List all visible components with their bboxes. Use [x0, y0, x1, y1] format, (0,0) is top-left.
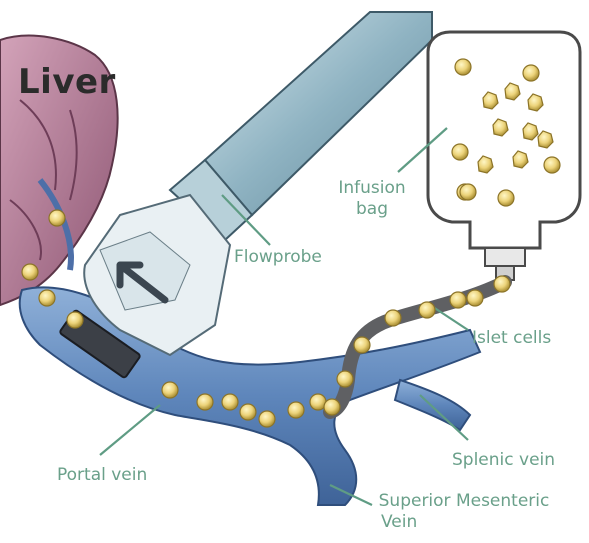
flowprobe-label: Flowprobe	[234, 247, 322, 268]
islet-cell	[49, 210, 65, 226]
infusion-bag	[428, 32, 580, 280]
islet-cell	[544, 157, 560, 173]
islet-cell	[455, 59, 471, 75]
islet-cell	[450, 292, 466, 308]
islet-cells-label: Islet cells	[472, 328, 551, 349]
islet-cell	[498, 190, 514, 206]
splenic-vein-label: Splenic vein	[452, 450, 555, 471]
islet-cell	[22, 264, 38, 280]
islet-cell	[452, 144, 468, 160]
infusion-bag-label: Infusion bag	[335, 178, 409, 220]
liver-label: Liver	[18, 62, 116, 102]
sup-mesenteric-label-line1: Superior Mesenteric	[378, 491, 550, 512]
islet-cell	[467, 290, 483, 306]
sup-mesenteric-label: Superior Mesenteric Vein	[378, 491, 550, 533]
islet-cell	[222, 394, 238, 410]
islet-cell	[523, 65, 539, 81]
islet-cell	[337, 371, 353, 387]
islet-cell	[460, 184, 476, 200]
portal-vein-label: Portal vein	[57, 465, 147, 486]
islet-cell	[419, 302, 435, 318]
sup-mesenteric-label-line2: Vein	[378, 512, 550, 533]
islet-cell	[67, 312, 83, 328]
infusion-bag-label-line1: Infusion	[335, 178, 409, 199]
islet-cell	[259, 411, 275, 427]
islet-cell	[197, 394, 213, 410]
leader-portal-vein	[100, 405, 160, 455]
islet-cell	[288, 402, 304, 418]
islet-cell	[39, 290, 55, 306]
islet-cell	[385, 310, 401, 326]
islet-cell	[354, 337, 370, 353]
islet-cell	[240, 404, 256, 420]
infusion-bag-label-line2: bag	[335, 199, 409, 220]
islet-cell	[324, 399, 340, 415]
islet-cell	[162, 382, 178, 398]
islet-cell	[494, 276, 510, 292]
